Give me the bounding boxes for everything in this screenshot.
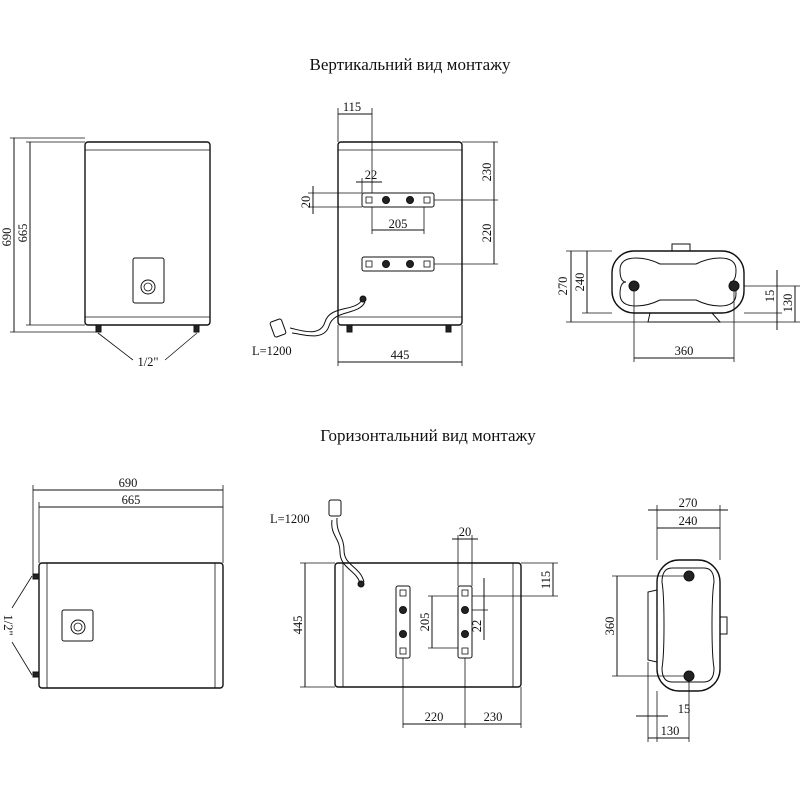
- horizontal-front-view: 690 665 1/2": [1, 476, 224, 689]
- dim-230-vertical: 230: [480, 163, 494, 182]
- dim-445-vertical: 445: [391, 348, 410, 362]
- dim-20-vertical: 20: [299, 196, 313, 209]
- dim-22-horizontal: 22: [470, 620, 484, 633]
- dim-205-horizontal: 205: [418, 613, 432, 632]
- power-cable: [289, 299, 363, 333]
- horizontal-back-view: L=1200 20 115 205 22 445 220 230: [270, 499, 558, 728]
- horizontal-side-view: 270 240 360 15 130: [603, 496, 728, 742]
- dim-15-side-horizontal: 15: [678, 702, 691, 716]
- dim-360-side-horizontal: 360: [603, 617, 617, 636]
- dim-240-side-vertical: 240: [573, 273, 587, 292]
- dim-130-side-horizontal: 130: [661, 724, 680, 738]
- dim-690-vertical: 690: [0, 228, 14, 247]
- power-plug: [269, 318, 287, 338]
- dim-130-side-vertical: 130: [781, 294, 795, 313]
- dim-690-horizontal: 690: [119, 476, 138, 490]
- vertical-front-view: 690 665 1/2": [0, 137, 211, 369]
- dim-220-horizontal: 220: [425, 710, 444, 724]
- dim-665-horizontal: 665: [122, 493, 141, 507]
- pipe-size-label: 1/2": [137, 355, 158, 369]
- vertical-back-view: 115 22 20 205 230 220 L=1200 445: [252, 100, 498, 366]
- dim-665-vertical: 665: [16, 224, 30, 243]
- horizontal-mount-title: Горизонтальний вид монтажу: [320, 426, 536, 445]
- dim-22-vertical: 22: [365, 168, 378, 182]
- dim-230-horizontal: 230: [484, 710, 503, 724]
- pipe-size-label-horizontal: 1/2": [1, 614, 15, 635]
- dim-445-horizontal: 445: [291, 616, 305, 635]
- dim-20-horizontal: 20: [459, 525, 472, 539]
- control-panel-horizontal: [61, 609, 94, 642]
- vertical-side-view: 270 240 15 130 360: [556, 243, 800, 362]
- dim-360-side-vertical: 360: [675, 344, 694, 358]
- cable-length-vertical: L=1200: [252, 344, 292, 358]
- dim-220-vertical: 220: [480, 224, 494, 243]
- dim-270-side-horizontal: 270: [679, 496, 698, 510]
- dim-270-side-vertical: 270: [556, 277, 570, 296]
- dim-15-side-vertical: 15: [763, 290, 777, 303]
- cable-length-horizontal: L=1200: [270, 512, 310, 526]
- dim-115-horizontal: 115: [539, 571, 553, 589]
- dim-205-vertical: 205: [389, 217, 408, 231]
- dim-115-vertical: 115: [343, 100, 361, 114]
- power-cable-horizontal: [331, 519, 361, 584]
- vertical-mount-title: Вертикальний вид монтажу: [310, 55, 511, 74]
- dim-240-side-horizontal: 240: [679, 514, 698, 528]
- control-panel: [132, 257, 165, 304]
